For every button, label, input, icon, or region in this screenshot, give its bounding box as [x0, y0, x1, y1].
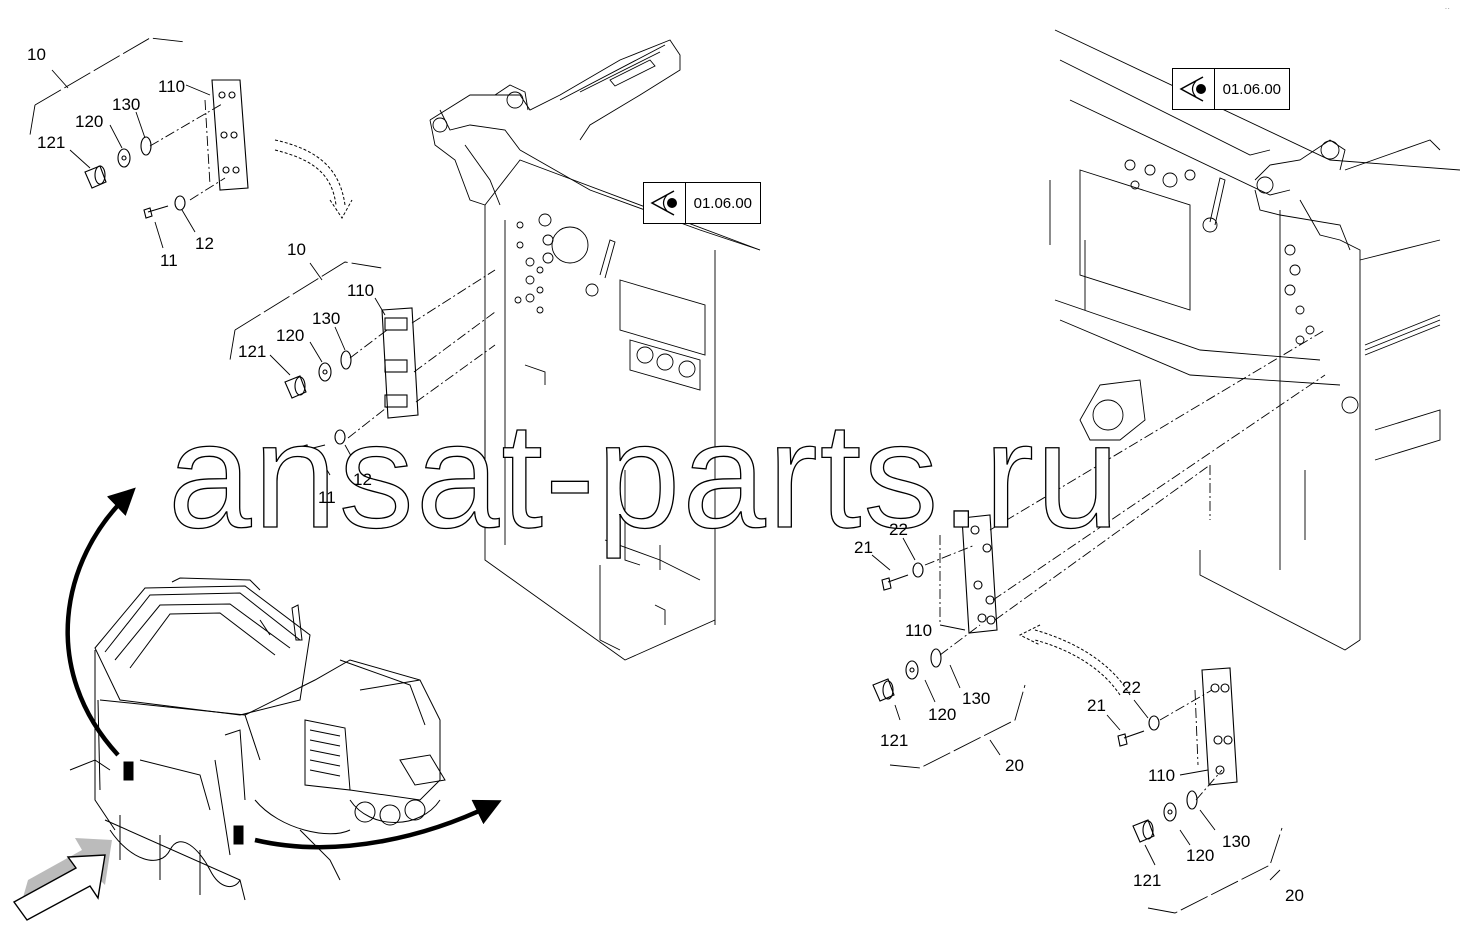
right-frame [1049, 29, 1460, 651]
callout-label: 120 [75, 112, 104, 131]
callout-label: 20 [1285, 886, 1304, 905]
callout-label: 22 [889, 520, 908, 539]
direction-arrow-icon [12, 838, 112, 921]
fasteners [84, 136, 1198, 843]
callout-label: 12 [195, 234, 214, 253]
curved-hint-arrows [274, 139, 1131, 696]
callout-label: 12 [353, 470, 372, 489]
reference-code: 01.06.00 [693, 194, 752, 212]
callout-label: 11 [318, 488, 336, 507]
left-frame [429, 39, 761, 661]
callout-label: 110 [905, 621, 933, 640]
callout-label: 11 [160, 251, 178, 270]
highlight-right [233, 825, 244, 845]
callout-label: 110 [158, 77, 186, 96]
callout-label: 21 [1087, 696, 1106, 715]
mounting-plate-3 [961, 514, 998, 634]
leaders [51, 69, 1281, 881]
mounting-plate-1 [211, 79, 249, 191]
mounting-plate-4 [1201, 667, 1238, 786]
callout-label: 130 [962, 689, 991, 708]
paver-machine [69, 577, 446, 901]
watermark: ansat-parts.ru [167, 391, 1122, 559]
mounting-plate-2 [381, 307, 419, 419]
callout-label: 120 [928, 705, 957, 724]
highlight-left [123, 761, 134, 781]
curved-arrow-icon [65, 487, 502, 850]
callout-label: 130 [1222, 832, 1251, 851]
callout-label: 130 [312, 309, 341, 328]
callout-label: 10 [27, 45, 46, 64]
eye-view-icon [1173, 69, 1215, 109]
callout-label: 120 [1186, 846, 1215, 865]
callout-label: 21 [854, 538, 873, 557]
callout-label: 121 [37, 133, 66, 152]
callout-label: 20 [1005, 756, 1024, 775]
callout-label: 110 [1148, 766, 1176, 785]
callout-label: 121 [1133, 871, 1162, 890]
callout-label: 120 [276, 326, 305, 345]
view-reference-box: 01.06.00 [1172, 68, 1290, 110]
eye-view-icon [644, 183, 686, 223]
corner-mark: ·· [1444, 4, 1450, 13]
callout-label: 130 [112, 95, 141, 114]
group-brackets [29, 37, 1283, 914]
view-reference-box: 01.06.00 [643, 182, 761, 224]
callout-label: 121 [238, 342, 267, 361]
callout-label: 110 [347, 281, 375, 300]
callout-label: 10 [287, 240, 306, 259]
assembly-lines [149, 99, 1326, 801]
callout-label: 121 [880, 731, 909, 750]
reference-code: 01.06.00 [1222, 80, 1281, 98]
callout-label: 22 [1122, 678, 1141, 697]
